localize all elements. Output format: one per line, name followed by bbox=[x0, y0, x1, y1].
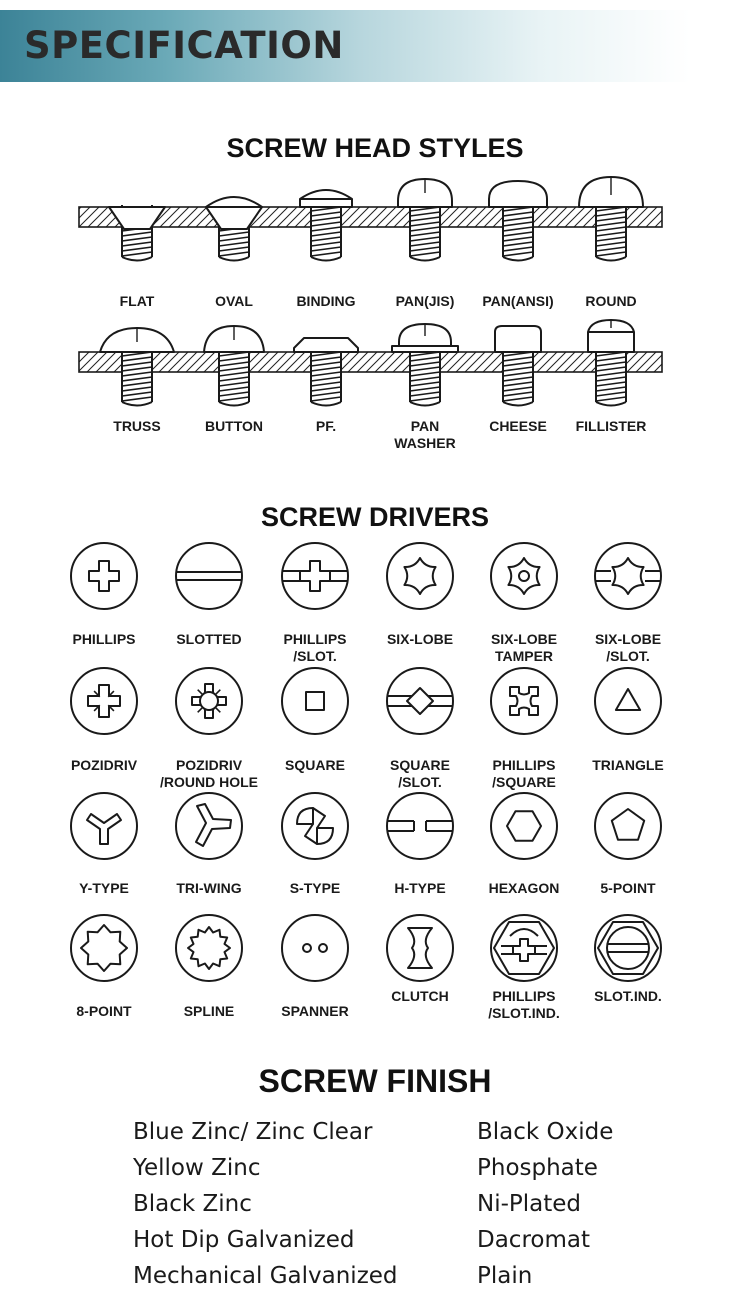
drivers-title: SCREW DRIVERS bbox=[260, 502, 490, 532]
head-style-label: PF. bbox=[315, 418, 337, 434]
pozidriv-round-hole-icon bbox=[175, 667, 243, 735]
hexagon-icon bbox=[490, 792, 558, 860]
head-style-label: PAN(ANSI) bbox=[482, 293, 554, 309]
driver-label: SIX-LOBE /SLOT. bbox=[594, 631, 662, 664]
finish-item: Hot Dip Galvanized bbox=[133, 1227, 355, 1253]
phillips-slot-icon bbox=[281, 542, 349, 610]
finish-item: Phosphate bbox=[477, 1155, 598, 1181]
driver-label: SQUARE bbox=[285, 757, 345, 773]
finish-item: Plain bbox=[477, 1263, 533, 1289]
truss-head-drawing bbox=[99, 327, 175, 407]
pf-head-drawing bbox=[293, 337, 359, 407]
eight-point-icon bbox=[70, 914, 138, 982]
head-style-label: ROUND bbox=[585, 293, 637, 309]
h-type-icon bbox=[386, 792, 454, 860]
head-style-label: PAN(JIS) bbox=[395, 293, 455, 309]
driver-label: S-TYPE bbox=[289, 880, 341, 896]
driver-label: CLUTCH bbox=[391, 988, 449, 1004]
binding-head-drawing bbox=[299, 189, 353, 262]
finish-item: Ni-Plated bbox=[477, 1191, 582, 1217]
finish-title: SCREW FINISH bbox=[258, 1063, 492, 1099]
square-icon bbox=[281, 667, 349, 735]
head-style-label: TRUSS bbox=[113, 418, 161, 434]
driver-label: SQUARE /SLOT. bbox=[390, 757, 450, 790]
finish-item: Dacromat bbox=[477, 1227, 590, 1253]
driver-label: PHILLIPS /SQUARE bbox=[492, 757, 556, 790]
finish-item: Black Oxide bbox=[477, 1119, 614, 1145]
pan-ansi-head-drawing bbox=[488, 180, 548, 262]
plate-section bbox=[78, 351, 663, 373]
driver-label: PHILLIPS /SLOT. bbox=[283, 631, 347, 664]
driver-label: POZIDRIV bbox=[70, 757, 138, 773]
driver-label: SIX-LOBE TAMPER bbox=[490, 631, 558, 664]
slotted-icon bbox=[175, 542, 243, 610]
head-styles-diagram bbox=[78, 176, 663, 407]
spline-icon bbox=[175, 914, 243, 982]
header-banner: SPECIFICATION bbox=[0, 10, 750, 82]
head-style-label: BINDING bbox=[296, 293, 356, 309]
round-head-drawing bbox=[578, 176, 644, 262]
finish-item: Mechanical Galvanized bbox=[133, 1263, 398, 1289]
slot-ind-icon bbox=[594, 914, 662, 982]
cheese-head-drawing bbox=[494, 325, 542, 407]
spanner-icon bbox=[281, 914, 349, 982]
pan-jis-head-drawing bbox=[397, 178, 453, 262]
page-title: SPECIFICATION bbox=[24, 24, 344, 67]
plate-section bbox=[78, 206, 663, 228]
driver-label: SIX-LOBE bbox=[386, 631, 454, 647]
finish-item: Blue Zinc/ Zinc Clear bbox=[133, 1119, 373, 1145]
finish-item: Yellow Zinc bbox=[133, 1155, 261, 1181]
driver-label: SPANNER bbox=[281, 1003, 349, 1019]
head-style-label: PAN WASHER bbox=[394, 418, 456, 451]
clutch-icon bbox=[386, 914, 454, 982]
head-style-label: OVAL bbox=[215, 293, 253, 309]
driver-label: 8-POINT bbox=[76, 1003, 132, 1019]
driver-label: SLOT.IND. bbox=[594, 988, 662, 1004]
driver-label: HEXAGON bbox=[488, 880, 560, 896]
flat-head-drawing bbox=[108, 205, 166, 262]
six-lobe-icon bbox=[386, 542, 454, 610]
pozidriv-icon bbox=[70, 667, 138, 735]
six-lobe-slot-icon bbox=[594, 542, 662, 610]
driver-label: PHILLIPS /SLOT.IND. bbox=[488, 988, 560, 1021]
phillips-slot-ind-icon bbox=[490, 914, 558, 982]
driver-label: SPLINE bbox=[183, 1003, 235, 1019]
head-style-label: FILLISTER bbox=[575, 418, 647, 434]
phillips-icon bbox=[70, 542, 138, 610]
pan-washer-head-drawing bbox=[391, 323, 459, 407]
head-style-label: CHEESE bbox=[489, 418, 547, 434]
driver-label: SLOTTED bbox=[176, 631, 242, 647]
driver-label: 5-POINT bbox=[600, 880, 656, 896]
drivers-diagram bbox=[70, 542, 662, 982]
phillips-square-icon bbox=[490, 667, 558, 735]
button-head-drawing bbox=[203, 325, 265, 407]
finish-item: Black Zinc bbox=[133, 1191, 252, 1217]
head-styles-title: SCREW HEAD STYLES bbox=[226, 133, 524, 163]
driver-label: Y-TYPE bbox=[79, 880, 129, 896]
y-type-icon bbox=[70, 792, 138, 860]
tri-wing-icon bbox=[175, 792, 243, 860]
oval-head-drawing bbox=[205, 196, 263, 262]
driver-label: POZIDRIV /ROUND HOLE bbox=[160, 757, 258, 790]
s-type-icon bbox=[281, 792, 349, 860]
square-slot-icon bbox=[386, 667, 454, 735]
six-lobe-tamper-icon bbox=[490, 542, 558, 610]
fillister-head-drawing bbox=[587, 319, 635, 407]
driver-label: TRIANGLE bbox=[592, 757, 664, 773]
head-style-label: BUTTON bbox=[204, 418, 264, 434]
head-style-label: FLAT bbox=[119, 293, 155, 309]
driver-label: H-TYPE bbox=[394, 880, 446, 896]
driver-label: PHILLIPS bbox=[72, 631, 136, 647]
driver-label: TRI-WING bbox=[176, 880, 242, 896]
triangle-icon bbox=[594, 667, 662, 735]
five-point-icon bbox=[594, 792, 662, 860]
